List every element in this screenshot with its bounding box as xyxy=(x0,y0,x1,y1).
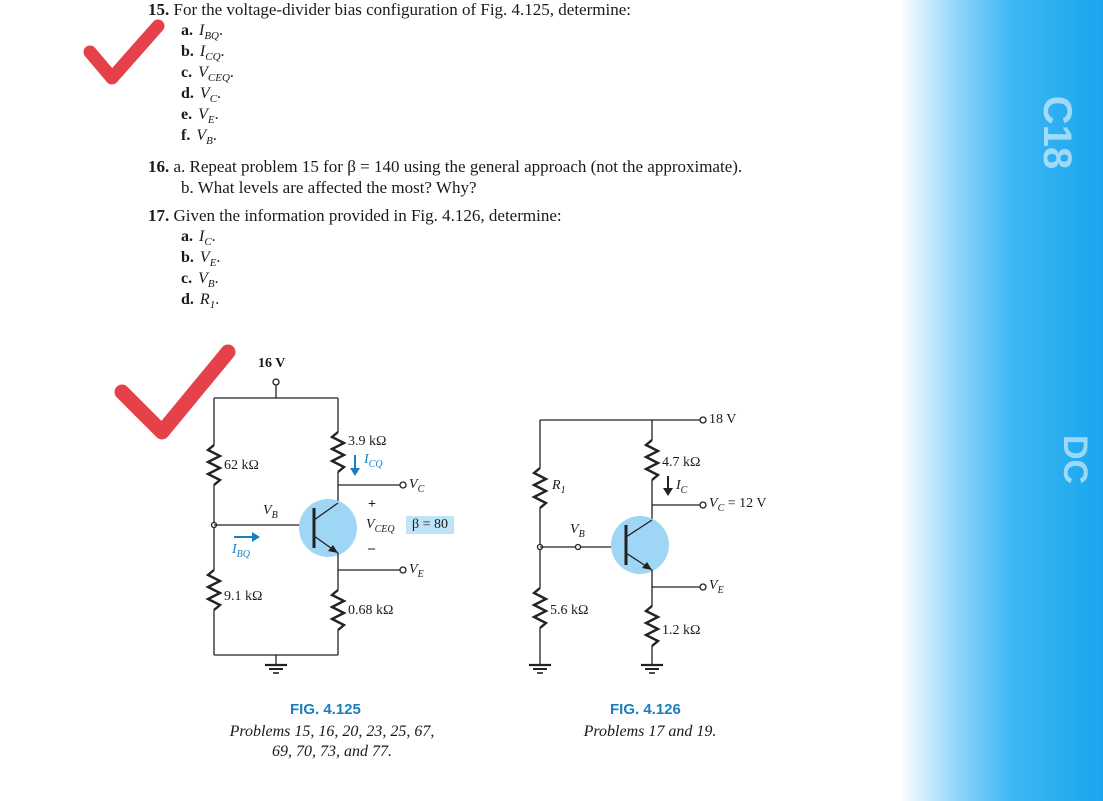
fig125-caption: Problems 15, 16, 20, 23, 25, 67, 69, 70,… xyxy=(229,723,435,760)
fig125-re-label: 0.68 kΩ xyxy=(348,603,394,618)
fig126-vc-label: VC = 12 V xyxy=(709,496,767,514)
fig125-vc-label: VC xyxy=(409,477,425,495)
problems.p17-item: b.VE. xyxy=(181,249,221,270)
checkmark-icon xyxy=(83,19,165,85)
problem-15-text: For the voltage-divider bias configurati… xyxy=(173,0,631,19)
fig126-supply-label: 18 V xyxy=(709,412,737,427)
fig125-title: FIG. 4.125 xyxy=(290,701,361,718)
problem-17: 17. Given the information provided in Fi… xyxy=(148,206,562,226)
fig126-caption: Problems 17 and 19. xyxy=(583,723,717,740)
problems.p15-item: e.VE. xyxy=(181,106,219,127)
fig-4-125-circuit xyxy=(205,378,407,674)
problem-16-number: 16. xyxy=(148,157,170,176)
fig125-plus-sign: + xyxy=(368,497,376,512)
problem-17-number: 17. xyxy=(148,206,170,225)
problem-16-part-b: b. What levels are affected the most? Wh… xyxy=(181,178,477,197)
fig-4-126-circuit xyxy=(529,416,707,674)
problems.p15-item: b.ICQ. xyxy=(181,43,225,64)
problem-16: 16. a. Repeat problem 15 for β = 140 usi… xyxy=(148,157,742,177)
fig125-ve-label: VE xyxy=(409,562,424,580)
problem-17-text: Given the information provided in Fig. 4… xyxy=(173,206,562,225)
fig126-rc-label: 4.7 kΩ xyxy=(662,455,701,470)
fig125-rc-label: 3.9 kΩ xyxy=(348,434,387,449)
fig125-beta-label: β = 80 xyxy=(406,516,455,534)
fig126-r1-label: R1 xyxy=(552,478,566,496)
problems.p15-item: a.IBQ. xyxy=(181,22,223,43)
fig125-r1-label: 62 kΩ xyxy=(224,458,259,473)
problems.p15-item: f.VB. xyxy=(181,127,217,148)
problem-15-number: 15. xyxy=(148,0,170,19)
fig125-ibq-label: IBQ xyxy=(232,542,251,560)
fig126-re-label: 1.2 kΩ xyxy=(662,623,701,638)
problems.p17-item: c.VB. xyxy=(181,270,219,291)
fig125-vb-label: VB xyxy=(263,503,278,521)
fig126-ve-label: VE xyxy=(709,578,724,596)
checkmark-icon xyxy=(114,344,236,440)
problem-15: 15. For the voltage-divider bias configu… xyxy=(148,0,631,20)
fig126-r2-label: 5.6 kΩ xyxy=(550,603,589,618)
problems.p17-item: a.IC. xyxy=(181,228,216,249)
fig125-vce-label: VCEQ xyxy=(366,517,395,535)
decorative-side-panel: C18 DC xyxy=(900,0,1103,801)
fig126-vb-label: VB xyxy=(570,522,585,540)
problems.p15-item: c.VCEQ. xyxy=(181,64,234,85)
fig125-icq-label: ICQ xyxy=(364,452,383,470)
problem-16-part-a: a. Repeat problem 15 for β = 140 using t… xyxy=(173,157,743,176)
problems.p17-item: d.R1. xyxy=(181,291,220,312)
fig126-ic-label: IC xyxy=(676,478,688,496)
fig125-r2-label: 9.1 kΩ xyxy=(224,589,263,604)
fig125-supply-label: 16 V xyxy=(258,356,286,371)
fig126-title: FIG. 4.126 xyxy=(610,701,681,718)
fig125-minus-sign: – xyxy=(368,541,375,556)
problems.p15-item: d.VC. xyxy=(181,85,222,106)
